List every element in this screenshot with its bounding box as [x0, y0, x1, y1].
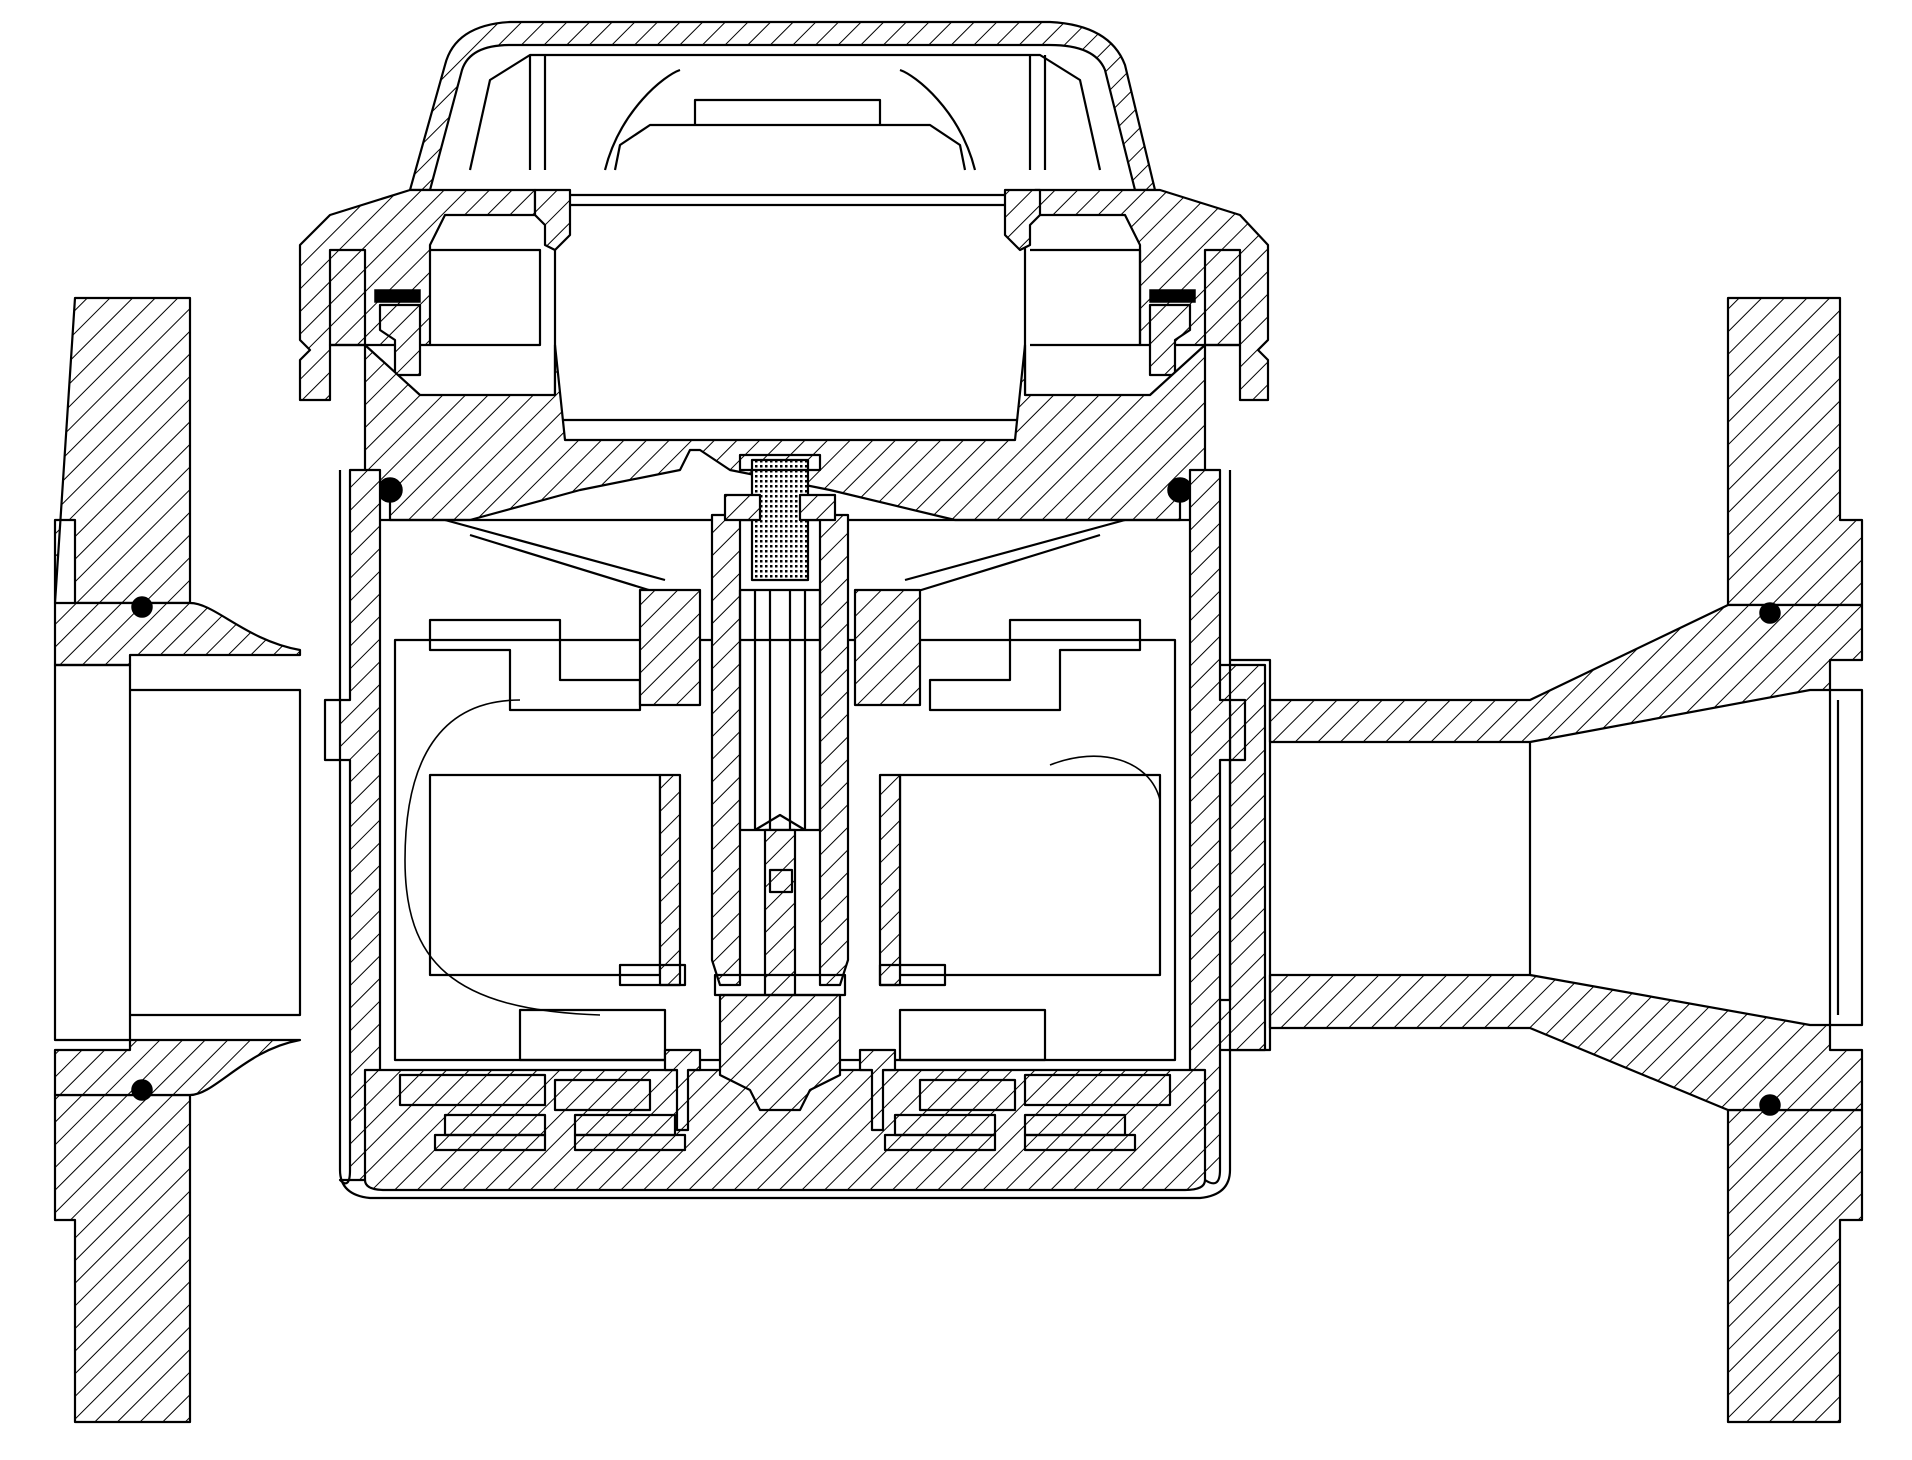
- floor-bar-center-left: [553, 1078, 652, 1112]
- rotor-shaft-assembly: [663, 453, 897, 1132]
- outlet-flange-lower-plate: [1726, 1108, 1864, 1424]
- upper-shaft-collar-left: [638, 588, 702, 707]
- outlet-bore: [1828, 688, 1864, 1027]
- capsule-clip-right: [1003, 188, 1042, 252]
- register-cover: [408, 20, 1157, 192]
- flow-contour-left: [404, 699, 601, 1016]
- register-cover-arches: [603, 68, 977, 171]
- outlet-cone-upper-wall: [1268, 603, 1864, 744]
- housing-floor-pads-base: [433, 1133, 1137, 1152]
- seal-strip-right: [1149, 289, 1196, 303]
- shaft-flutes: [753, 590, 807, 830]
- inlet-pipe-lower-wall: [53, 1038, 302, 1097]
- register-cover-dial-bezel: [613, 123, 967, 171]
- inlet-flange: [53, 296, 302, 1424]
- shaft-sleeve-right: [818, 513, 850, 987]
- measuring-insert-plate: [363, 343, 1207, 597]
- register-capsule: [553, 193, 1027, 447]
- inlet-o-ring-lower: [131, 1079, 153, 1101]
- lower-ledge: [618, 963, 947, 987]
- upper-bearing-blocks: [428, 618, 1142, 712]
- meter-housing: [323, 468, 1247, 1200]
- inlet-bore-inner: [130, 688, 302, 1017]
- head-side-lip-right: [1203, 248, 1242, 347]
- inlet-flange-lower-plate: [53, 1093, 192, 1424]
- register-cover-shell: [408, 20, 1157, 192]
- capsule-clip-left: [533, 188, 572, 252]
- flow-contour-right: [1049, 755, 1161, 801]
- insert-o-ring-left: [377, 477, 403, 503]
- shaft-sleeve-left: [710, 513, 742, 987]
- spindle-tip: [754, 813, 806, 831]
- spindle-ball: [768, 868, 794, 894]
- shaft-ledge: [713, 973, 847, 997]
- floor-bar-left: [398, 1073, 547, 1107]
- seal-strip-left: [374, 289, 421, 303]
- inlet-o-ring-upper: [131, 596, 153, 618]
- coupling-cap-left: [723, 493, 762, 522]
- inlet-bore: [53, 663, 132, 1042]
- outlet-flange-upper-plate: [1726, 296, 1864, 607]
- base-screw-left: [663, 1048, 702, 1132]
- coupling-cap-right: [798, 493, 837, 522]
- insert-o-ring-right: [1167, 477, 1193, 503]
- insert-plate-cone-right: [904, 518, 1126, 597]
- outlet-o-ring-lower: [1759, 1094, 1781, 1116]
- coupling-housing: [738, 453, 822, 472]
- outlet-cone-lower-wall: [1268, 973, 1864, 1112]
- head-pocket-left: [430, 248, 542, 347]
- floor-bar-center-right: [918, 1078, 1017, 1112]
- inlet-pipe-upper-wall: [53, 601, 302, 667]
- housing-outer-outline: [323, 470, 1247, 1200]
- outlet-o-ring-upper: [1759, 602, 1781, 624]
- head-pocket-right: [1030, 248, 1142, 347]
- outlet-flange: [1213, 296, 1864, 1424]
- measuring-chamber: [393, 588, 1177, 1062]
- rotor-body-left: [428, 773, 662, 977]
- register-cover-rib-left: [528, 55, 547, 170]
- magnet-coupling: [750, 458, 810, 582]
- floor-bar-right: [1023, 1073, 1172, 1107]
- shaft-bore: [738, 588, 822, 832]
- rotor-hub-left: [658, 773, 682, 987]
- inlet-flange-upper-plate: [53, 296, 192, 605]
- rotor-body-right: [898, 773, 1162, 977]
- insert-plate-cone-left: [444, 518, 666, 597]
- register-head: [298, 188, 1270, 447]
- clamp-right: [1148, 303, 1192, 377]
- register-cover-rib-right: [1028, 55, 1047, 170]
- rotor-hub-right: [878, 773, 902, 987]
- spindle-base: [718, 993, 842, 1112]
- register-cover-window: [468, 53, 1102, 171]
- base-screw-right: [858, 1048, 897, 1132]
- upper-shaft-collar-right: [853, 588, 922, 707]
- register-cover-dial-face: [693, 98, 882, 125]
